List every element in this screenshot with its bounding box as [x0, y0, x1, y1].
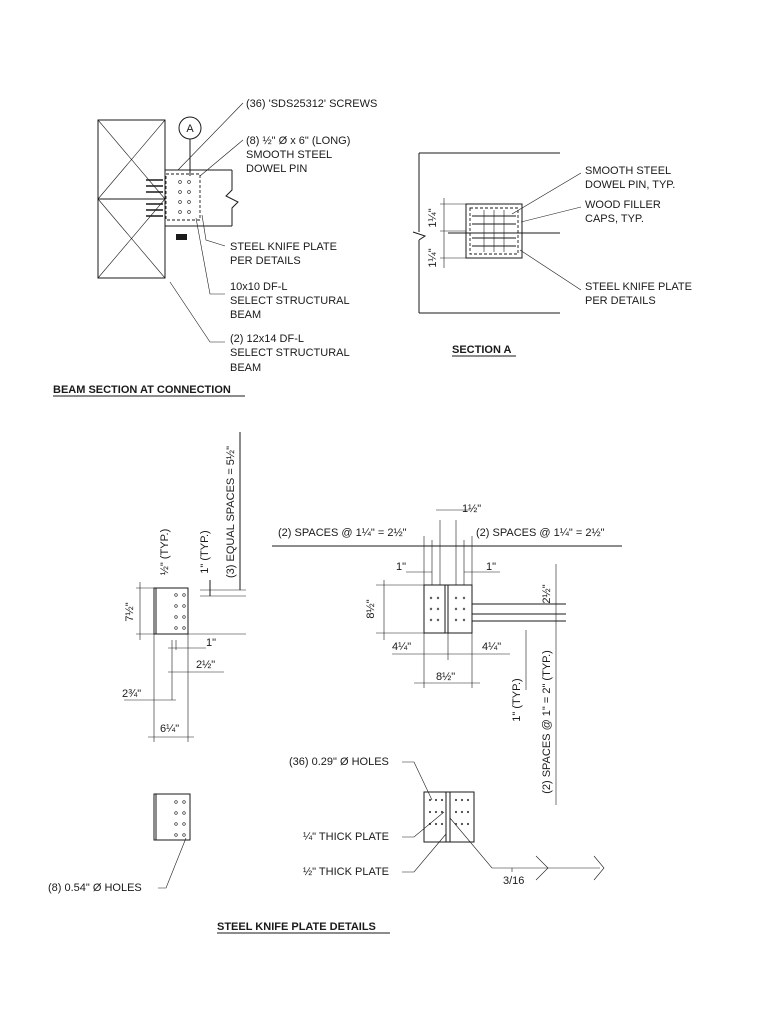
dim-one-typ-right: 1" (TYP.) — [511, 678, 523, 721]
dim-a-bottom: 1¼" — [427, 248, 439, 267]
dim-a-top: 1¼" — [427, 208, 439, 227]
plate-thickness-holes — [428, 798, 470, 826]
dim-six-quarter: 6¼" — [160, 723, 179, 735]
note-holes-054: (8) 0.54" Ø HOLES — [48, 882, 142, 894]
plate-front-view: (2) SPACES @ 1¼" = 2½" (2) SPACES @ 1¼" … — [272, 503, 622, 805]
callout-beam-line3: BEAM — [230, 309, 261, 321]
callout-column-line3: BEAM — [230, 362, 261, 374]
dowel-pins-section — [472, 210, 516, 252]
screw-pattern — [178, 180, 191, 214]
dim-four-quarter-left: 4¼" — [392, 641, 411, 653]
knife-plate-hidden — [165, 173, 201, 221]
title-beam-section: BEAM SECTION AT CONNECTION — [53, 384, 231, 396]
note-half-plate: ½" THICK PLATE — [303, 866, 389, 878]
callout-dowel-line1: (8) ½" Ø x 6" (LONG) — [246, 135, 350, 147]
beam-section-view: A (36) 'SDS25312' SCREWS (8) ½" Ø x 6" (… — [53, 98, 377, 397]
dim-one-half-top: 1½" — [462, 503, 481, 515]
callout-dowel-line2: SMOOTH STEEL — [246, 149, 332, 161]
title-section-a: SECTION A — [452, 344, 512, 356]
callout-plate-line1: STEEL KNIFE PLATE — [230, 241, 337, 253]
callout-a-pin-line1: SMOOTH STEEL — [585, 165, 671, 177]
plate-holes-view: (8) 0.54" Ø HOLES — [48, 793, 191, 894]
callout-column-line1: (2) 12x14 DF-L — [230, 333, 304, 345]
callout-column-line2: SELECT STRUCTURAL — [230, 347, 350, 359]
plate-front-holes — [429, 596, 466, 622]
callout-plate-line2: PER DETAILS — [230, 255, 301, 267]
plate-side-outline — [153, 587, 189, 635]
callout-a-cap-line2: CAPS, TYP. — [585, 213, 644, 225]
dim-eight-half-h: 8½" — [436, 671, 455, 683]
callout-a-pin-line2: DOWEL PIN, TYP. — [585, 179, 675, 191]
callout-dowel-line3: DOWEL PIN — [246, 163, 307, 175]
note-quarter-plate: ¼" THICK PLATE — [303, 831, 389, 843]
weld-size: 3/16 — [503, 875, 524, 887]
dim-one-left: 1" — [206, 637, 216, 649]
screw-arrows — [146, 179, 163, 217]
plate-side-view: ½" (TYP.) 1" (TYP.) (3) EQUAL SPACES = 5… — [122, 432, 246, 742]
dim-seven-half: 7½" — [124, 602, 136, 621]
dim-spaces-left: (2) SPACES @ 1¼" = 2½" — [278, 527, 407, 539]
dim-equal-spaces: (3) EQUAL SPACES = 5½" — [225, 446, 237, 578]
title-knife-plate: STEEL KNIFE PLATE DETAILS — [217, 921, 376, 933]
dim-spaces-two: (2) SPACES @ 1" = 2" (TYP.) — [541, 650, 553, 794]
plate-thickness-view: (36) 0.29" Ø HOLES ¼" THICK PLATE ½" THI… — [289, 756, 605, 887]
dim-four-quarter-right: 4¼" — [482, 641, 501, 653]
dim-half-typ: ½" (TYP.) — [159, 529, 171, 576]
dim-eight-half-v: 8½" — [365, 599, 377, 618]
callout-beam-line2: SELECT STRUCTURAL — [230, 295, 350, 307]
dim-one-typ-left: 1" (TYP.) — [199, 530, 211, 573]
dim-two-half-left: 2½" — [196, 659, 215, 671]
section-a-view: 1¼" 1¼" SMOOTH STEEL DOWEL PIN, TYP. WOO… — [412, 152, 692, 357]
callout-beam-line1: 10x10 DF-L — [230, 281, 287, 293]
dim-one-right-r: 1" — [486, 561, 496, 573]
dim-one-left-r: 1" — [396, 561, 406, 573]
plate-thickness-outline — [423, 791, 475, 843]
callout-screws: (36) 'SDS25312' SCREWS — [246, 98, 377, 110]
callout-a-cap-line1: WOOD FILLER — [585, 199, 661, 211]
dim-two-three-quarter: 2¾" — [122, 688, 141, 700]
callout-a-plate-line1: STEEL KNIFE PLATE — [585, 281, 692, 293]
plate-tab — [176, 234, 187, 240]
dim-two-half-v: 2½" — [541, 584, 553, 603]
dim-spaces-right: (2) SPACES @ 1¼" = 2½" — [476, 527, 605, 539]
plate-side-holes — [174, 593, 186, 630]
callout-a-plate-line2: PER DETAILS — [585, 295, 656, 307]
section-marker-label: A — [186, 123, 194, 135]
note-holes-029: (36) 0.29" Ø HOLES — [289, 756, 389, 768]
plate-holes-outline — [153, 793, 191, 841]
